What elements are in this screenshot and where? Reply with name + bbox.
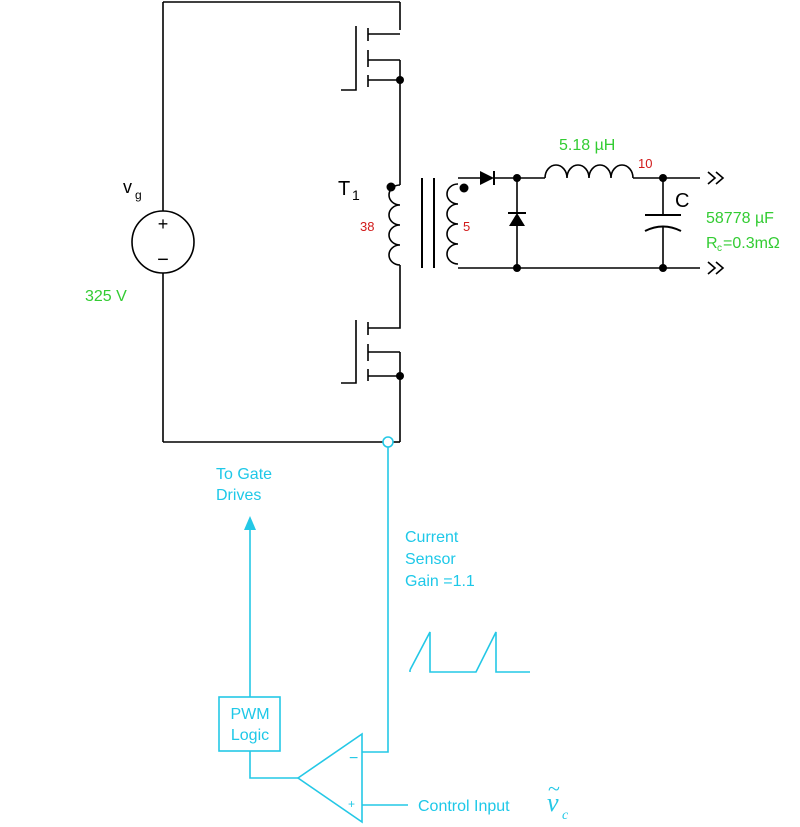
sensor-line1: Current <box>405 529 459 546</box>
control-input-label: Control Input <box>418 798 510 815</box>
output-network <box>458 164 725 275</box>
to-gate-arrow <box>244 516 256 530</box>
control-symbol-sub: c <box>562 808 569 823</box>
opamp-plus: + <box>348 797 355 811</box>
transformer-name: T <box>338 178 350 200</box>
esr-subscript: c <box>717 243 722 254</box>
to-gate-line1: To Gate <box>216 466 272 483</box>
mosfet-bottom-node <box>396 372 404 380</box>
opamp <box>296 732 363 824</box>
inductor-value: 5.18 µH <box>559 137 615 154</box>
capacitor-value: 58778 µF <box>706 210 774 227</box>
node-label: 10 <box>638 156 652 171</box>
sensor-waveform <box>409 631 530 673</box>
capacitor-name: C <box>675 190 689 212</box>
mosfet-top-node <box>396 76 404 84</box>
opamp-minus: − <box>349 750 358 767</box>
source-circle <box>131 210 195 274</box>
pwm-line2: Logic <box>231 727 269 744</box>
control-symbol: v <box>547 788 559 817</box>
esr-prefix: R <box>706 235 718 252</box>
output-inductor <box>544 164 634 179</box>
source-name: v <box>123 177 132 197</box>
power-loop-wires <box>162 1 401 443</box>
control-section <box>218 436 530 824</box>
mosfet-bottom <box>341 302 404 384</box>
primary-turns: 38 <box>360 219 374 234</box>
voltage-source: + − <box>131 210 195 274</box>
secondary-dot <box>459 183 469 193</box>
source-subscript: g <box>135 188 142 202</box>
control-symbol-tilde: ~ <box>548 776 560 801</box>
primary-dot <box>386 182 396 192</box>
freewheel-diode <box>509 213 525 226</box>
rectifier-diode <box>480 171 494 185</box>
transformer-subscript: 1 <box>352 187 360 203</box>
sensor-line3: Gain =1.1 <box>405 573 475 590</box>
source-minus: − <box>157 249 169 271</box>
transformer <box>386 178 469 268</box>
current-sensor-tap <box>382 436 394 448</box>
source-voltage: 325 V <box>85 288 127 305</box>
secondary-turns: 5 <box>463 219 470 234</box>
mosfet-top <box>341 26 404 91</box>
source-plus: + <box>158 214 169 234</box>
sensor-line2: Sensor <box>405 551 456 568</box>
esr-value: =0.3mΩ <box>723 235 780 252</box>
pwm-line1: PWM <box>230 706 269 723</box>
to-gate-line2: Drives <box>216 487 261 504</box>
